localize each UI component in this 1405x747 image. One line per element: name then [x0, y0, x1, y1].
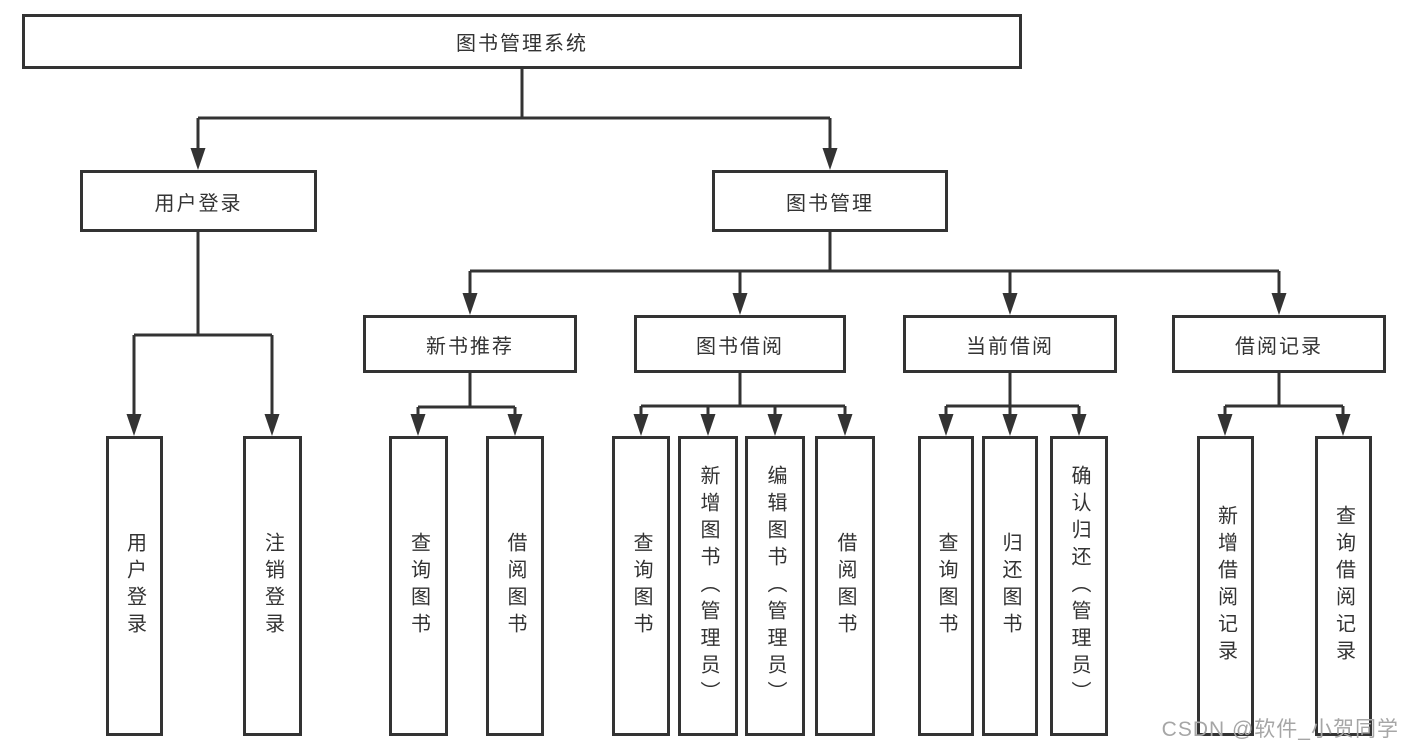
- leaf-logout: 注销登录: [243, 436, 302, 736]
- leaf-records-query-record: 查询借阅记录: [1315, 436, 1372, 736]
- leaf-current-query-books: 查询图书: [918, 436, 974, 736]
- node-book-management-branch: 图书管理: [712, 170, 948, 232]
- node-borrowing-records: 借阅记录: [1172, 315, 1386, 373]
- leaf-user-login: 用户登录: [106, 436, 163, 736]
- leaf-recommend-query-books: 查询图书: [389, 436, 448, 736]
- csdn-watermark: CSDN @软件_小贺同学: [1161, 718, 1399, 741]
- arrowheads: [126, 148, 1351, 436]
- leaf-records-add-record: 新增借阅记录: [1197, 436, 1254, 736]
- leaf-borrowing-query-books: 查询图书: [612, 436, 670, 736]
- leaf-current-confirm-return-admin: 确认归还（管理员）: [1050, 436, 1108, 736]
- leaf-borrowing-add-books-admin: 新增图书（管理员）: [678, 436, 738, 736]
- node-root-system: 图书管理系统: [22, 14, 1022, 69]
- leaf-borrowing-edit-books-admin: 编辑图书（管理员）: [745, 436, 805, 736]
- leaf-borrowing-borrow-books: 借阅图书: [815, 436, 875, 736]
- node-new-book-recommend: 新书推荐: [363, 315, 577, 373]
- node-book-borrowing: 图书借阅: [634, 315, 846, 373]
- node-current-borrowing: 当前借阅: [903, 315, 1117, 373]
- leaf-current-return-books: 归还图书: [982, 436, 1038, 736]
- leaf-recommend-borrow-books: 借阅图书: [486, 436, 544, 736]
- node-user-login-branch: 用户登录: [80, 170, 317, 232]
